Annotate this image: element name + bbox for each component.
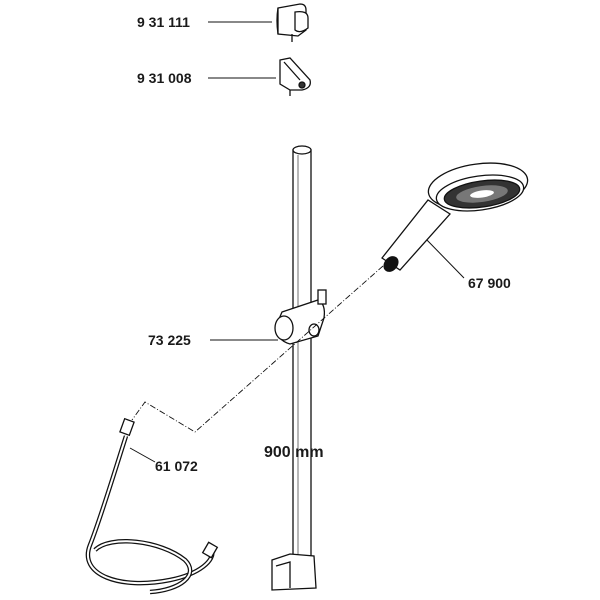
bar-length-label: 900 mm [264,444,324,461]
end-cap-part [276,3,309,42]
part-number-end-cap: 9 31 111 [137,14,190,30]
part-number-wall-bracket: 9 31 008 [137,70,192,86]
bottom-bracket [271,553,317,591]
connection-path [131,265,384,433]
shower-hose-part [85,417,219,595]
hand-shower-part [381,162,529,272]
leader-lines [129,21,465,463]
slider-part [274,289,327,345]
part-number-slider: 73 225 [148,332,191,348]
part-number-hand-shower: 67 900 [468,275,511,291]
wall-bracket-part [279,57,311,96]
part-number-shower-hose: 61 072 [155,458,198,474]
shower-bar [292,145,312,571]
